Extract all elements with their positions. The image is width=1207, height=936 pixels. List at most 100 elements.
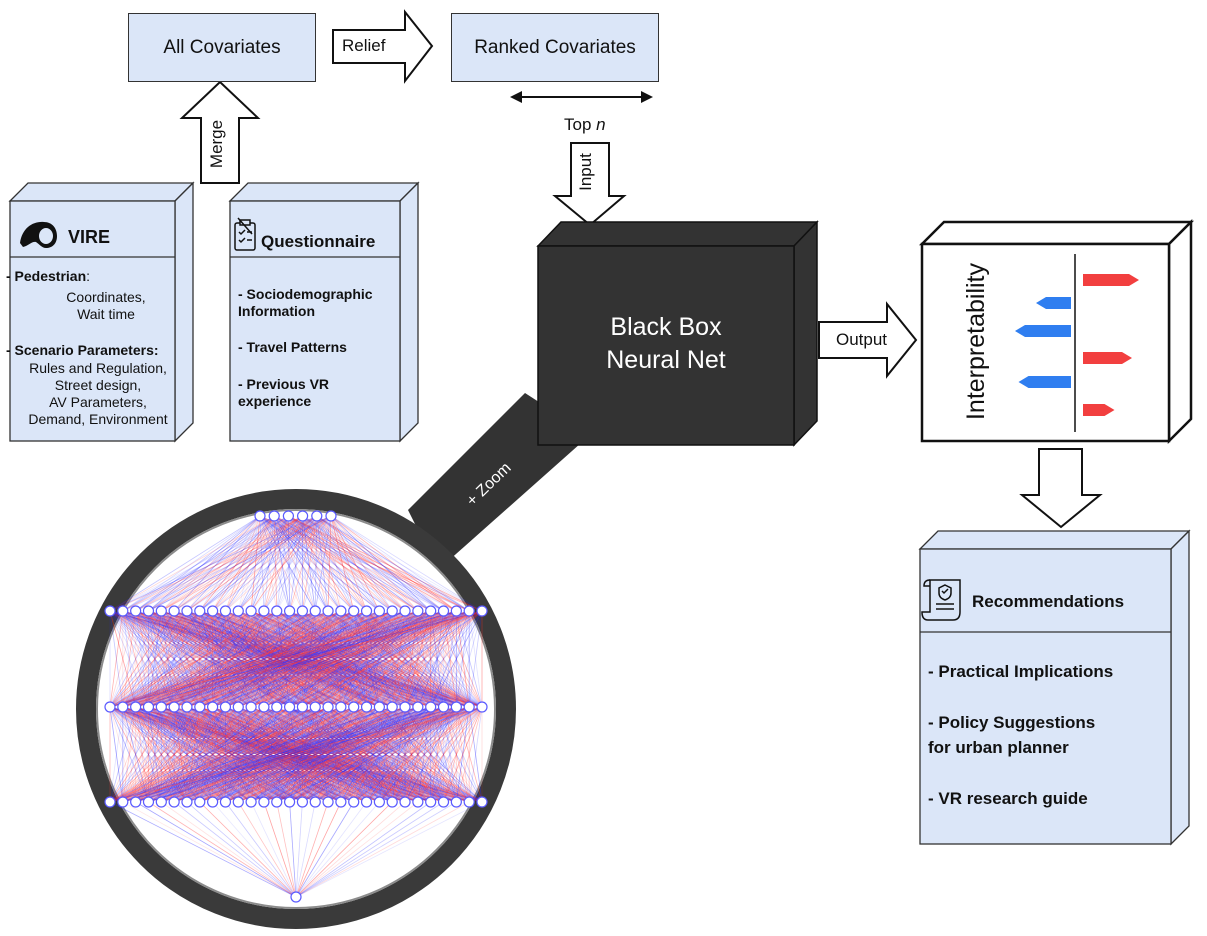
- neural-net-edge: [288, 515, 342, 612]
- neural-net-edge: [259, 515, 329, 612]
- interpretability-bars: [1015, 274, 1139, 416]
- neural-net-edge: [122, 706, 162, 803]
- neural-net-edge: [225, 610, 393, 708]
- neural-net-edge: [161, 706, 329, 803]
- neural-net-edge: [148, 706, 290, 803]
- neural-net-edge: [353, 610, 380, 708]
- neural-net-node: [476, 796, 488, 808]
- neural-net-edge: [186, 610, 303, 708]
- neural-net-edge: [302, 706, 329, 803]
- vire-title: VIRE: [68, 227, 111, 247]
- neural-net-edge: [263, 515, 332, 612]
- neural-net-edge: [263, 610, 290, 708]
- neural-net-edge: [212, 706, 265, 803]
- neural-net-edge: [109, 610, 444, 708]
- neural-net-edge: [378, 610, 406, 708]
- neural-net-edge: [109, 610, 329, 708]
- neural-net-edge: [109, 706, 444, 803]
- neural-net-edge: [173, 610, 303, 708]
- neural-net-edge: [314, 706, 367, 803]
- neural-net-edge: [122, 706, 175, 803]
- neural-net-edge: [173, 610, 316, 708]
- neural-net-edge: [276, 706, 483, 803]
- neural-net-edge: [263, 610, 367, 708]
- neural-net-edge: [160, 610, 188, 708]
- neural-net-edge: [148, 610, 431, 708]
- neural-net-node: [309, 701, 321, 713]
- neural-net-edge: [353, 706, 367, 803]
- neural-net-edge: [263, 706, 431, 803]
- neural-net-edge: [148, 610, 265, 708]
- vire-pedestrian-line: - Pedestrian:: [6, 268, 90, 285]
- questionnaire-item: - Travel Patterns: [238, 339, 347, 355]
- neural-net-edge: [250, 515, 289, 612]
- neural-net-edge: [238, 610, 380, 708]
- neural-net-node: [271, 701, 283, 713]
- neural-net-edge: [314, 706, 329, 803]
- neural-net-edge: [276, 706, 444, 803]
- neural-net-edge: [353, 610, 367, 708]
- neural-net-edge: [225, 706, 444, 803]
- neural-net-edge: [327, 610, 355, 708]
- neural-net-edge: [173, 610, 380, 708]
- neural-net-edge: [199, 706, 406, 803]
- neural-net-edge: [122, 706, 277, 803]
- neural-net-edge: [212, 610, 354, 708]
- neural-net-edge: [173, 610, 290, 708]
- neural-net-edge: [263, 706, 419, 803]
- neural-net-edge: [340, 706, 483, 803]
- neural-net-edge: [263, 610, 457, 708]
- neural-net-edge: [289, 610, 393, 708]
- neural-net-edge: [122, 515, 275, 612]
- neural-net-edge: [302, 610, 483, 708]
- neural-net-edge: [148, 610, 290, 708]
- neural-net-edge: [161, 610, 342, 708]
- neural-net-edge: [276, 610, 406, 708]
- neural-net-edge: [237, 515, 261, 612]
- output-label: Output: [836, 330, 888, 349]
- neural-net-edge: [148, 706, 213, 803]
- neural-net-edge: [316, 515, 470, 612]
- neural-net-edge: [225, 610, 419, 708]
- neural-net-edge: [109, 706, 290, 803]
- neural-net-edge: [238, 610, 367, 708]
- neural-net-edge: [276, 706, 431, 803]
- neural-net-edge: [199, 706, 457, 803]
- neural-net-edge: [314, 610, 355, 708]
- neural-net-edge: [186, 706, 252, 803]
- neural-net-edge: [161, 706, 367, 803]
- neural-net-edge: [199, 610, 444, 708]
- neural-net-edge: [238, 706, 483, 803]
- neural-net-edge: [148, 610, 201, 708]
- neural-net-edge: [135, 610, 252, 708]
- neural-net-edge: [161, 515, 261, 612]
- neural-net-edge: [135, 706, 329, 803]
- neural-net-edge: [340, 610, 406, 708]
- neural-net-edge: [174, 610, 444, 708]
- neural-net-edge: [109, 610, 316, 708]
- neural-net-edge: [276, 610, 329, 708]
- neural-net-edge: [302, 610, 406, 708]
- neural-net-edge: [250, 610, 354, 708]
- neural-net-edge: [302, 706, 316, 803]
- neural-net-edge: [289, 610, 444, 708]
- neural-net-edge: [199, 706, 303, 803]
- neural-net-edge: [122, 610, 213, 708]
- neural-net-edge: [186, 610, 290, 708]
- neural-net-edge: [263, 515, 275, 612]
- neural-net-edge: [186, 706, 290, 803]
- neural-net-edge: [379, 706, 483, 803]
- neural-net-edge: [161, 706, 303, 803]
- neural-net-edge: [379, 610, 419, 708]
- neural-net-edge: [237, 706, 329, 803]
- neural-net-edge: [174, 706, 444, 803]
- neural-net-edge: [366, 706, 483, 803]
- neural-net-edge: [250, 706, 419, 803]
- neural-net-edge: [109, 610, 303, 708]
- neural-net-edge: [109, 706, 367, 803]
- neural-net-edge: [263, 706, 444, 803]
- neural-net-edge: [122, 706, 342, 803]
- neural-net-edge: [199, 706, 290, 803]
- neural-net-edge: [238, 706, 393, 803]
- neural-net-edge: [174, 706, 483, 803]
